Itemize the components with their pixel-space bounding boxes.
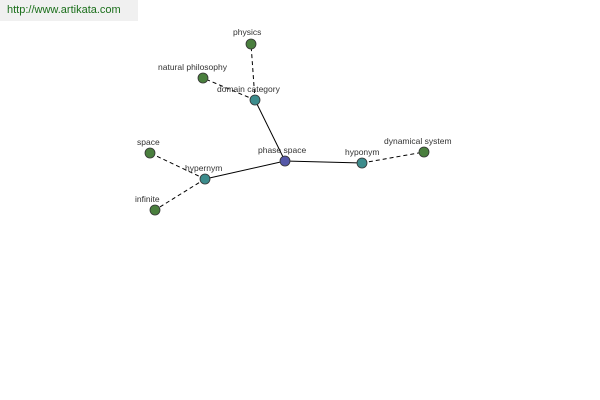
label-domain-category: domain category (217, 84, 281, 94)
edge-domain-category-physics (250, 43, 256, 101)
node-dynamical-system (418, 146, 430, 158)
edge-hypernym-space (149, 152, 206, 180)
label-dynamical-system: dynamical system (384, 136, 452, 146)
node-natural-philosophy (197, 72, 209, 84)
label-space: space (137, 137, 160, 147)
label-hypernym: hypernym (185, 163, 222, 173)
node-physics (245, 38, 257, 50)
node-domain-category (249, 94, 261, 106)
edge-root-hypernym (204, 160, 286, 180)
label-physics: physics (233, 27, 261, 37)
site-url-link[interactable]: http://www.artikata.com (7, 4, 121, 16)
label-natural-philosophy: natural philosophy (158, 62, 228, 72)
node-hypernym (199, 173, 211, 185)
label-phase-space: phase space (258, 145, 306, 155)
label-hyponym: hyponym (345, 147, 380, 157)
node-infinite (149, 204, 161, 216)
edge-hyponym-dynamical-system (361, 151, 425, 164)
edge-root-hyponym (284, 160, 363, 164)
edge-root-domain-category (254, 99, 286, 162)
url-banner: http://www.artikata.com (0, 0, 138, 21)
edge-domain-category-natural-philosophy (202, 77, 256, 101)
node-phase-space (279, 155, 291, 167)
edge-hypernym-infinite (154, 178, 206, 211)
node-hyponym (356, 157, 368, 169)
node-space (144, 147, 156, 159)
label-infinite: infinite (135, 194, 160, 204)
